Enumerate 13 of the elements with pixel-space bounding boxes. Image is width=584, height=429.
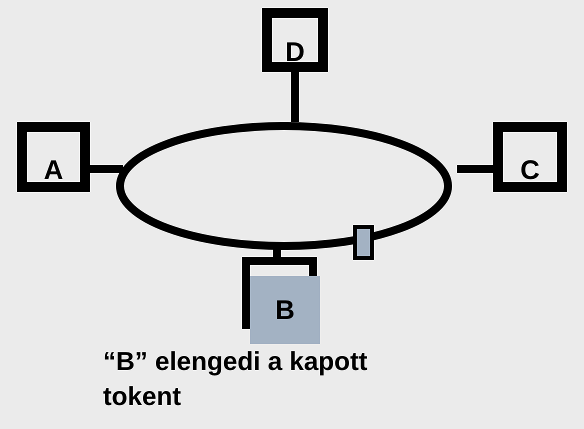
station-label: D xyxy=(285,39,305,66)
station-label: B xyxy=(275,296,295,324)
station-label: A xyxy=(44,157,64,184)
station-box xyxy=(493,122,567,192)
station-label: C xyxy=(520,157,540,184)
connector-line xyxy=(90,165,123,173)
station-box xyxy=(262,8,328,72)
station-box xyxy=(242,257,322,344)
station-box xyxy=(17,122,90,192)
connector-line xyxy=(291,72,299,122)
connector-line xyxy=(457,165,493,173)
connector-line xyxy=(273,249,281,260)
caption: “B” elengedi a kapott tokent xyxy=(103,345,368,414)
